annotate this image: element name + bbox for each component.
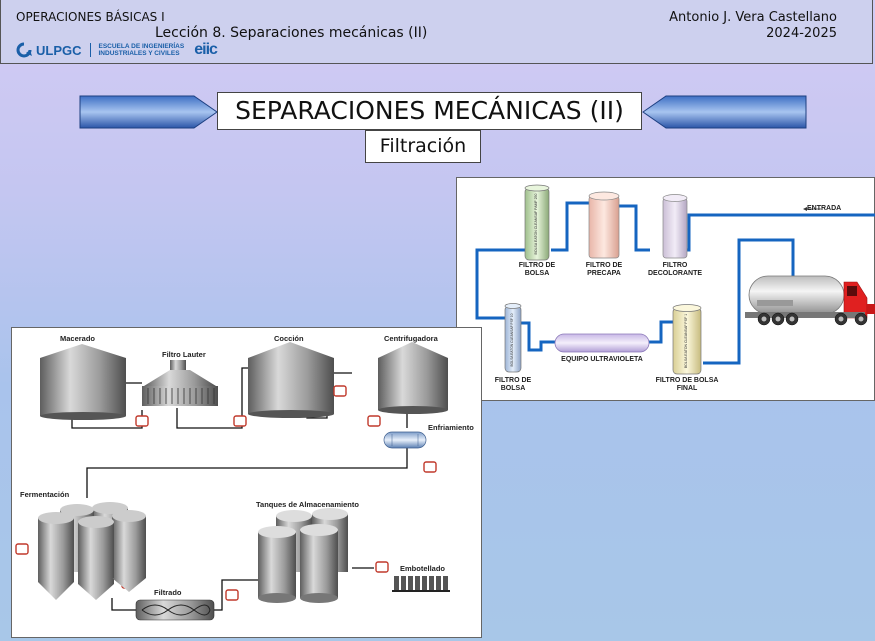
school-line-1: ESCUELA DE INGENIERÍAS <box>98 43 185 50</box>
right-banner-arrow <box>642 95 807 129</box>
school-line-2: INDUSTRIALES Y CIVILES <box>98 50 180 57</box>
svg-text:BOLSA EATON CLEANSAF PSF 1: BOLSA EATON CLEANSAF PSF 1 <box>684 314 688 368</box>
filtro-precapa-label: FILTRO DE PRECAPA <box>585 262 623 277</box>
filter-diagram-graphics: BOLSA EATON CLEANSAF PAMF 250 <box>475 184 875 375</box>
fermentacion-tanks-icon <box>38 502 146 600</box>
enfriamiento-icon <box>383 431 427 449</box>
filtro-bolsa-final-label: FILTRO DE BOLSA FINAL <box>655 377 719 392</box>
filtro-lauter-icon <box>142 360 218 406</box>
centrifugadora-icon <box>378 342 448 414</box>
macerado-tank-icon <box>40 344 126 420</box>
filtro-bolsa-1-label: FILTRO DE BOLSA <box>518 262 556 277</box>
ulpgc-logo-text: ULPGC <box>36 42 82 58</box>
embotellado-label: Embotellado <box>400 564 446 573</box>
pump-icons <box>15 385 437 601</box>
institution-logos: ULPGC ESCUELA DE INGENIERÍAS INDUSTRIALE… <box>15 40 218 60</box>
slide-subtitle: Filtración <box>365 130 481 163</box>
eiic-logo: eiic <box>194 41 218 58</box>
centrifugadora-label: Centrifugadora <box>384 334 438 343</box>
entrada-label: ENTRADA <box>807 205 842 212</box>
tanker-truck-icon <box>745 275 875 326</box>
coccion-tank-icon <box>248 342 334 418</box>
ulpgc-logo-icon <box>16 42 32 58</box>
filtrado-icon <box>135 599 215 621</box>
svg-text:BOLSA EATON CLEANSAF PAMF 250: BOLSA EATON CLEANSAF PAMF 250 <box>534 194 538 255</box>
slide-title: SEPARACIONES MECÁNICAS (II) <box>217 92 642 130</box>
brewery-diagram-graphics <box>15 342 450 621</box>
macerado-label: Macerado <box>60 334 96 343</box>
coccion-label: Cocción <box>274 334 304 343</box>
lesson-title: Lección 8. Separaciones mecánicas (II) <box>155 25 428 41</box>
filtro-decolorante-label: FILTRO DECOLORANTE <box>647 262 703 277</box>
slide-header: OPERACIONES BÁSICAS I Lección 8. Separac… <box>0 0 873 64</box>
storage-tanks-icon <box>258 508 348 603</box>
equipo-uv-label: EQUIPO ULTRAVIOLETA <box>561 356 643 363</box>
enfriamiento-label: Enfriamiento <box>428 423 474 432</box>
course-name: OPERACIONES BÁSICAS I <box>16 10 165 24</box>
filter-process-diagram: BOLSA EATON CLEANSAF PAMF 250 <box>456 177 875 401</box>
embotellado-icon <box>392 576 450 592</box>
brewery-process-diagram: Macerado Filtro Lauter Cocción Centrifug… <box>11 327 482 638</box>
svg-text:BOLSA EATON CLEANSAF PSF 10: BOLSA EATON CLEANSAF PSF 10 <box>510 313 514 366</box>
academic-year: 2024-2025 <box>766 26 837 41</box>
filtrado-label: Filtrado <box>154 588 182 597</box>
fermentacion-label: Fermentación <box>20 490 70 499</box>
filtro-bolsa-2-label: FILTRO DE BOLSA <box>494 377 532 392</box>
logo-separator <box>89 43 91 57</box>
tanques-label: Tanques de Almacenamiento <box>256 500 359 509</box>
school-name: ESCUELA DE INGENIERÍAS INDUSTRIALES Y CI… <box>99 43 185 57</box>
author-name: Antonio J. Vera Castellano <box>669 10 837 25</box>
filtro-lauter-label: Filtro Lauter <box>162 350 206 359</box>
left-banner-arrow <box>79 95 218 129</box>
